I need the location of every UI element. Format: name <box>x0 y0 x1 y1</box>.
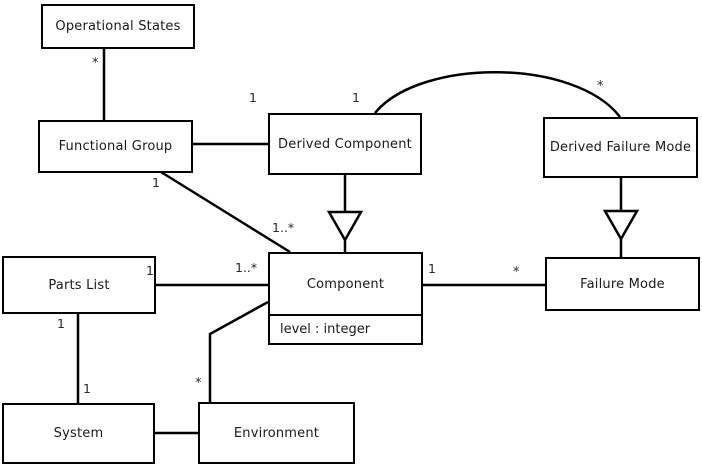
mult-component-to-failure-mode: 1 <box>428 261 436 276</box>
mult-functional-group-to-component: 1 <box>152 175 160 190</box>
connector-assoc-component-environment <box>208 300 269 402</box>
mult-operational-states-to-functional-group: * <box>92 56 99 71</box>
mult-component-from-functional-group: 1..* <box>272 220 295 235</box>
mult-derived-component-to-dfm: 1 <box>352 90 360 105</box>
class-attribute-component-0: level : integer <box>270 314 421 343</box>
class-box-environment[interactable]: Environment <box>198 402 355 464</box>
class-box-derived-component[interactable]: Derived Component <box>268 113 422 175</box>
class-name-system: System <box>53 426 104 441</box>
connector-assoc-functional-group-component <box>160 170 291 254</box>
gen-arrow-failure-mode <box>602 209 640 242</box>
class-box-functional-group[interactable]: Functional Group <box>38 120 193 173</box>
class-box-component[interactable]: Component level : integer <box>268 252 423 345</box>
class-box-parts-list[interactable]: Parts List <box>2 256 156 314</box>
mult-functional-group-to-derived-component: 1 <box>249 90 257 105</box>
class-name-failure-mode: Failure Mode <box>580 276 665 292</box>
mult-parts-list-to-system: 1 <box>57 316 65 331</box>
class-name-functional-group: Functional Group <box>58 139 173 154</box>
class-name-environment: Environment <box>233 425 320 441</box>
gen-arrow-component <box>326 210 364 243</box>
class-box-derived-failure-mode[interactable]: Derived Failure Mode <box>543 117 698 178</box>
class-name-component: Component <box>306 276 385 292</box>
generalization-arrowheads <box>326 209 640 243</box>
connector-assoc-derived-component-derived-failure-mode <box>374 71 621 118</box>
mult-environment-to-component: * <box>195 376 202 391</box>
mult-derived-failure-mode-from-dc: * <box>597 79 604 94</box>
class-box-system[interactable]: System <box>2 403 155 464</box>
mult-component-from-parts-list: 1..* <box>235 260 258 275</box>
class-name-parts-list: Parts List <box>48 277 110 293</box>
class-name-derived-component: Derived Component <box>278 136 412 152</box>
class-name-derived-failure-mode: Derived Failure Mode <box>549 140 692 155</box>
mult-system-from-parts-list: 1 <box>83 381 91 396</box>
class-box-failure-mode[interactable]: Failure Mode <box>545 257 700 311</box>
connectors <box>76 49 623 435</box>
mult-parts-list-to-component: 1 <box>146 263 154 278</box>
class-name-operational-states: Operational States <box>55 19 181 34</box>
class-box-operational-states[interactable]: Operational States <box>41 4 195 49</box>
mult-failure-mode-from-component: * <box>513 265 520 280</box>
